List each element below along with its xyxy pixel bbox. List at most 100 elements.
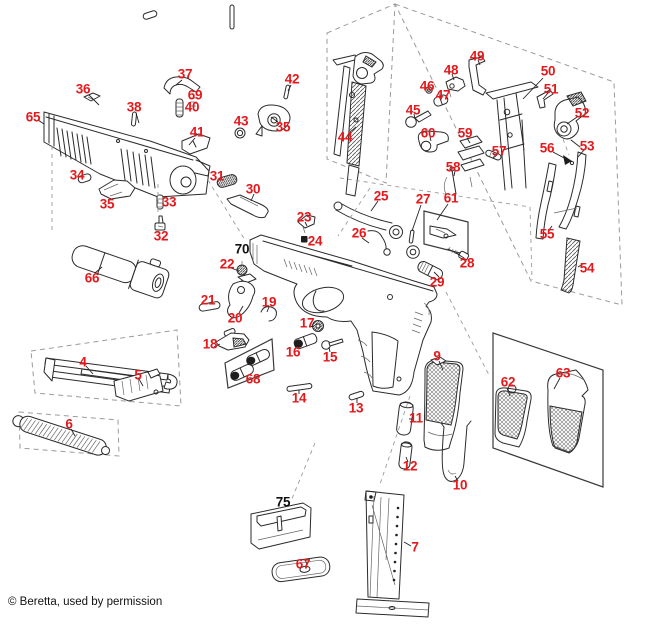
label-leader-line bbox=[136, 113, 139, 123]
part-36-front-sight bbox=[84, 93, 100, 101]
part-57-plunger bbox=[485, 149, 502, 161]
dashed-group-box-1 bbox=[395, 4, 622, 305]
part-59-lever-stack bbox=[458, 136, 484, 187]
part-69-spring bbox=[190, 98, 197, 106]
part-34-pin bbox=[77, 173, 92, 184]
label-leader-line bbox=[414, 114, 415, 119]
part-42-pin bbox=[284, 85, 290, 99]
part-25-takedown-lever bbox=[334, 202, 403, 239]
label-leader-line bbox=[251, 194, 254, 201]
part-53-trigger-bar bbox=[554, 152, 586, 229]
part-7-magazine bbox=[356, 491, 429, 617]
part-43-ring bbox=[235, 128, 245, 138]
label-leader-line bbox=[139, 379, 143, 386]
part-40-spring bbox=[176, 99, 183, 117]
label-leader-line bbox=[456, 253, 464, 258]
label-leader-line bbox=[271, 117, 278, 122]
part-49-arm bbox=[469, 57, 486, 95]
part-45-pin bbox=[406, 111, 431, 127]
label-leader-line bbox=[549, 226, 552, 230]
label-leader-line bbox=[189, 138, 195, 145]
part-51-clip bbox=[537, 90, 553, 108]
part-62-grip-panel bbox=[495, 385, 531, 447]
part-14-rod bbox=[287, 383, 312, 391]
part-18-slide-stop bbox=[216, 328, 249, 350]
label-leader-line bbox=[467, 138, 470, 143]
label-leader-line bbox=[267, 307, 269, 312]
label-leader-line bbox=[214, 344, 220, 347]
part-15-pin bbox=[322, 339, 343, 349]
label-leader-line bbox=[493, 155, 497, 158]
part-5-locking-block bbox=[114, 369, 163, 401]
part-6-recoil-spring bbox=[11, 412, 112, 459]
part-52-safety-lever bbox=[554, 92, 586, 147]
label-leader-line bbox=[543, 93, 548, 99]
label-leader-line bbox=[554, 378, 560, 389]
part-58-pin bbox=[444, 167, 456, 194]
part-35-extractor bbox=[99, 180, 135, 199]
part-50-sear-housing bbox=[486, 82, 538, 190]
projection-dash-line bbox=[563, 139, 569, 155]
label-leader-line bbox=[176, 80, 182, 85]
label-leader-line bbox=[239, 306, 243, 313]
part-27-pin bbox=[407, 230, 420, 258]
part-19-spring-wire bbox=[261, 307, 276, 321]
projection-dash-line bbox=[340, 178, 530, 207]
label-leader-line bbox=[439, 361, 443, 370]
label-leader-line bbox=[553, 152, 566, 159]
part-38-pin bbox=[131, 112, 136, 126]
part-20-trigger bbox=[228, 274, 257, 318]
projection-dash-line bbox=[379, 396, 410, 487]
solid-group-box-1 bbox=[225, 339, 274, 388]
part-32-screw bbox=[155, 216, 165, 230]
part-12-sleeve bbox=[398, 441, 412, 469]
label-leader-line bbox=[454, 171, 455, 176]
label-leader-line bbox=[371, 201, 378, 211]
part-23-sear bbox=[298, 215, 315, 233]
label-leader-line bbox=[578, 264, 583, 267]
part-28-screw bbox=[448, 247, 469, 261]
part-47-bushing bbox=[433, 94, 449, 107]
projection-dash-line bbox=[530, 207, 532, 280]
label-leader-line bbox=[71, 429, 75, 436]
part-24-nut bbox=[301, 236, 308, 243]
part-67-base-plate bbox=[271, 556, 331, 583]
label-leader-line bbox=[452, 74, 454, 80]
label-leader-line bbox=[578, 150, 584, 157]
label-leader-line bbox=[437, 204, 448, 220]
part-66-barrel bbox=[68, 234, 172, 300]
part-26-lever-spring bbox=[368, 231, 390, 256]
part-41-rear-sight bbox=[182, 134, 210, 154]
part-16-plunger bbox=[293, 333, 319, 350]
label-leader-line bbox=[406, 457, 408, 462]
label-leader-line bbox=[231, 268, 239, 271]
part-13-pin bbox=[348, 391, 364, 401]
projection-dash-line bbox=[291, 443, 315, 501]
label-leader-line bbox=[95, 267, 102, 273]
dashed-group-box-0 bbox=[327, 4, 395, 183]
label-leader-line bbox=[478, 60, 480, 65]
label-leader-line bbox=[89, 95, 99, 105]
copyright-caption: © Beretta, used by permission bbox=[8, 596, 163, 608]
label-leader-line bbox=[86, 366, 93, 374]
part-29-plunger bbox=[416, 260, 444, 282]
part-63-grip-backstrap bbox=[548, 370, 588, 453]
projection-dash-line bbox=[338, 188, 370, 236]
part-60-lever bbox=[418, 131, 448, 152]
label-leader-line bbox=[309, 326, 314, 327]
part-65-slide bbox=[44, 112, 210, 197]
part-61-catch-assembly bbox=[430, 226, 456, 238]
label-leader-line bbox=[296, 344, 300, 348]
part-56-plunger-pin bbox=[563, 155, 574, 165]
label-leader-line bbox=[404, 542, 411, 546]
part-11-cap bbox=[396, 401, 414, 435]
label-leader-line bbox=[434, 272, 439, 277]
solid-group-box-2 bbox=[493, 333, 603, 487]
part-37-rear-sight-lever bbox=[142, 5, 234, 94]
part-46-washer bbox=[426, 87, 432, 93]
label-leader-line bbox=[288, 85, 291, 91]
part-44-hammer-assembly bbox=[333, 53, 383, 196]
label-leader-line bbox=[455, 476, 458, 481]
